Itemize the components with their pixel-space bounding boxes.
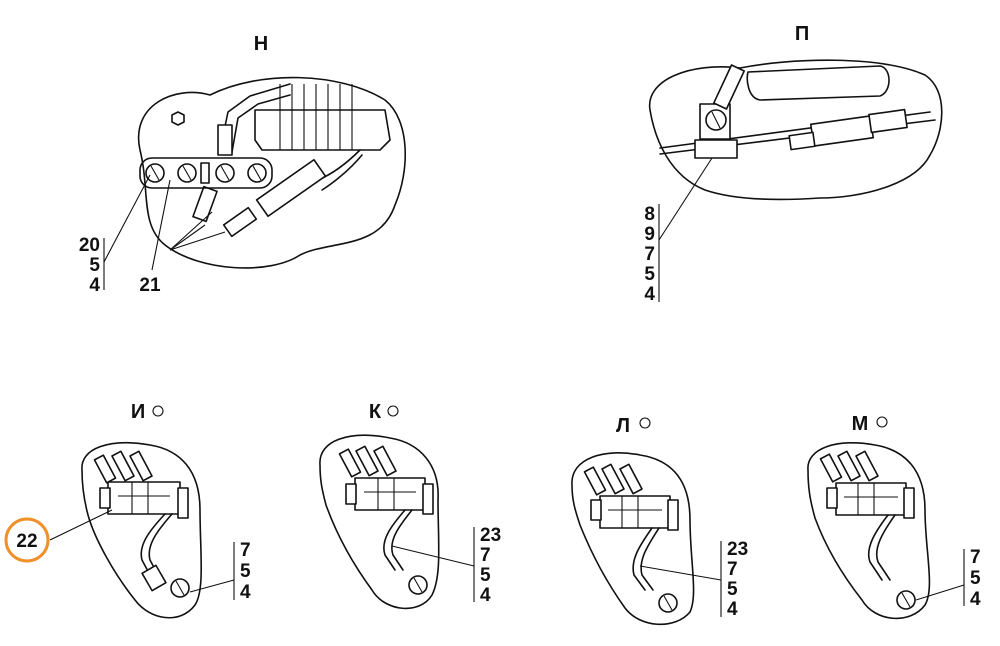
callout-i-2: 5 xyxy=(240,561,251,582)
terminal-block-k xyxy=(345,477,434,515)
callout-l-2: 7 xyxy=(727,559,738,580)
callout-m-3: 4 xyxy=(970,589,981,610)
terminal-screws xyxy=(145,162,267,184)
view-p-outline xyxy=(648,59,943,201)
view-n: Н xyxy=(79,33,407,296)
view-l-title: Л xyxy=(616,415,630,437)
callout-p-1: 8 xyxy=(644,204,655,225)
wire-leads-m xyxy=(819,450,879,483)
view-k-marker xyxy=(387,405,399,417)
view-m-marker xyxy=(876,416,888,428)
view-k-title: К xyxy=(369,401,382,423)
callout-p-4: 5 xyxy=(644,264,655,285)
callout-k-1: 23 xyxy=(480,525,501,546)
view-k-outline xyxy=(319,434,440,610)
view-l-marker xyxy=(639,417,651,429)
view-k-leaders xyxy=(391,527,475,602)
view-i-outline xyxy=(81,442,203,619)
callout-n-1: 20 xyxy=(79,235,100,256)
connector-block xyxy=(254,109,391,151)
callout-i-highlight: 22 xyxy=(16,531,37,552)
view-k: К 23 7 5 4 xyxy=(319,401,501,610)
cable-k xyxy=(383,509,406,571)
callout-l-1: 23 xyxy=(727,539,748,560)
terminal-block-m xyxy=(826,482,915,519)
hex-nut-icon xyxy=(171,111,185,126)
cable-m xyxy=(868,514,889,581)
callout-i-1: 7 xyxy=(240,540,251,561)
view-p: П 8 9 7 5 4 xyxy=(644,23,943,305)
view-n-leaders xyxy=(103,174,226,290)
terminal-strip xyxy=(139,157,273,189)
connector-ribs xyxy=(279,84,353,150)
callout-k-2: 7 xyxy=(480,545,491,566)
callout-p-3: 7 xyxy=(644,244,655,265)
callout-k-4: 4 xyxy=(480,585,491,606)
view-i-title: И xyxy=(131,401,145,423)
callout-k-3: 5 xyxy=(480,565,491,586)
view-m-title: М xyxy=(852,413,869,435)
plug-connector xyxy=(255,158,327,218)
view-m: М 7 5 4 xyxy=(807,413,981,620)
callout-i-3: 4 xyxy=(240,582,251,603)
callout-l-4: 4 xyxy=(727,599,738,620)
terminal-block-i xyxy=(99,481,189,519)
callout-n-2: 5 xyxy=(89,255,100,276)
view-l-outline xyxy=(571,452,695,626)
terminal-block-l xyxy=(590,495,679,531)
view-n-title: Н xyxy=(254,33,268,55)
callout-n-single: 21 xyxy=(139,275,161,296)
view-m-outline xyxy=(807,442,931,620)
view-p-leaders xyxy=(658,157,713,302)
cable-l xyxy=(632,527,653,591)
view-i: И 7 5 4 22 xyxy=(4,401,251,619)
callout-m-1: 7 xyxy=(970,547,981,568)
wire-leads-i xyxy=(93,450,153,484)
callout-p-2: 9 xyxy=(644,224,655,245)
view-i-marker xyxy=(152,405,164,417)
callout-p-5: 4 xyxy=(644,284,655,305)
wire-leads-l xyxy=(583,463,643,496)
housing-slot xyxy=(746,65,890,101)
view-m-leaders xyxy=(915,549,965,606)
wire-leads-k xyxy=(338,445,397,478)
callout-l-3: 5 xyxy=(727,579,738,600)
view-l: Л 23 7 5 4 xyxy=(571,415,748,626)
view-n-outline xyxy=(137,76,407,269)
callout-n-3: 4 xyxy=(89,275,100,296)
view-p-title: П xyxy=(795,23,809,45)
callout-m-2: 5 xyxy=(970,568,981,589)
view-l-leaders xyxy=(639,541,722,617)
clamp-band xyxy=(694,139,738,159)
cable-i xyxy=(140,513,166,576)
view-i-leaders xyxy=(49,509,235,600)
plug-connector-p xyxy=(809,115,875,147)
wire-sleeve xyxy=(217,124,233,156)
highlight-callout-circle xyxy=(4,517,50,563)
